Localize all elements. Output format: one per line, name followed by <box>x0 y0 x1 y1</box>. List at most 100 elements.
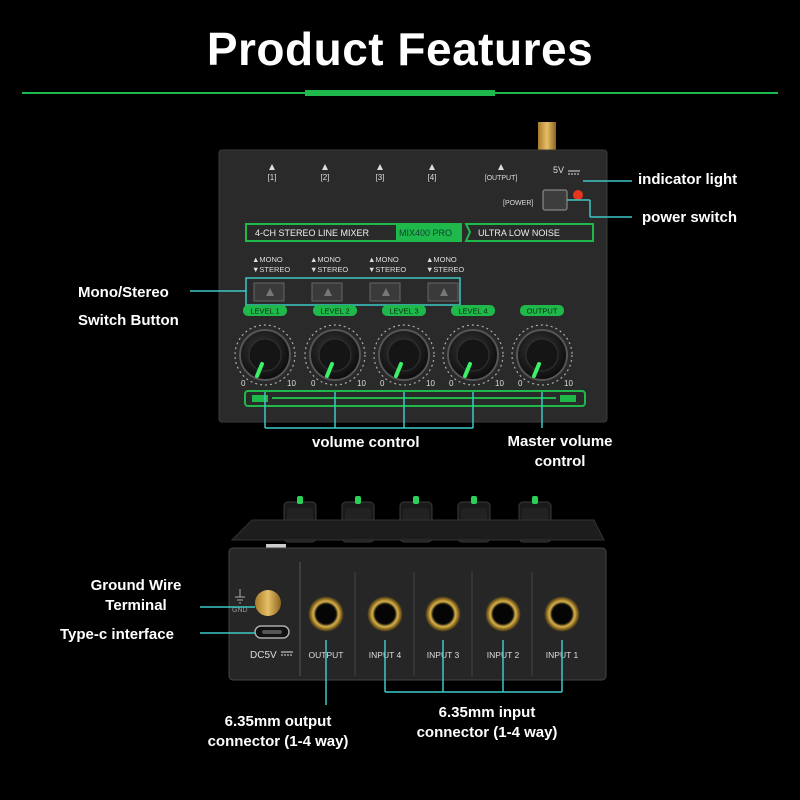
level-label: LEVEL 2 <box>320 307 349 316</box>
knob-scale-ring <box>373 324 435 386</box>
switch-arrow-icon <box>382 288 390 296</box>
mono-stereo-switch-2[interactable]: ▲MONO▼STEREO <box>310 255 348 302</box>
top-callout-lines <box>190 180 632 429</box>
scale-max-label: 10 <box>495 379 504 388</box>
front-knob-marker <box>355 496 361 504</box>
knob-scale-ring <box>442 324 504 386</box>
dc-label: DC5V <box>250 650 277 661</box>
channel-label: [3] <box>376 173 385 182</box>
banner-model-bg <box>396 224 461 241</box>
scale-min-label: 0 <box>380 379 385 388</box>
input-jack-2[interactable]: INPUT 2 <box>485 596 521 660</box>
ground-screw-top <box>538 122 556 152</box>
mono-label: ▲MONO <box>426 255 457 264</box>
channel-arrow-icon <box>269 164 275 170</box>
callout-power-switch: power switch <box>642 209 738 226</box>
level-tag <box>451 305 495 316</box>
banner-tagline: ULTRA LOW NOISE <box>478 228 560 238</box>
led-strip <box>244 390 586 407</box>
front-knob-marker <box>297 496 303 504</box>
knob-scale-ring <box>511 324 573 386</box>
power-switch[interactable] <box>542 189 568 211</box>
front-panel <box>228 547 607 681</box>
switch-arrow-icon <box>440 288 448 296</box>
mono-stereo-switch-1[interactable]: ▲MONO▼STEREO <box>252 255 290 302</box>
channel-arrow-icon <box>322 164 328 170</box>
channel-label: [OUTPUT] <box>485 175 518 182</box>
level-knob-4[interactable]: LEVEL 4 0 10 <box>442 305 504 388</box>
knob-scale-ring <box>304 324 366 386</box>
mono-stereo-switch-3[interactable]: ▲MONO▼STEREO <box>368 255 406 302</box>
callout-indicator-light: indicator light <box>638 171 738 188</box>
scale-min-label: 0 <box>241 379 246 388</box>
stereo-label: ▼STEREO <box>310 265 348 274</box>
ground-screw <box>255 590 281 616</box>
level-label: LEVEL 3 <box>389 307 418 316</box>
stereo-label: ▼STEREO <box>252 265 290 274</box>
switch-arrow-icon <box>266 288 274 296</box>
jack-hole <box>553 605 571 623</box>
jack-hole <box>376 605 394 623</box>
knob-pointer <box>532 362 541 378</box>
scale-max-label: 10 <box>287 379 296 388</box>
level-label: LEVEL 4 <box>458 307 487 316</box>
scale-min-label: 0 <box>311 379 316 388</box>
knob-cap <box>318 338 352 372</box>
bottom-callout-lines <box>200 606 563 705</box>
level-label: LEVEL 1 <box>250 307 279 316</box>
channel-label-row: [1][2][3][4][OUTPUT] <box>268 164 518 182</box>
front-knob-marker <box>532 496 538 504</box>
scale-min-label: 0 <box>449 379 454 388</box>
knob-cap <box>387 338 421 372</box>
power-label: [POWER] <box>503 200 533 207</box>
level-tag <box>313 305 357 316</box>
callout-ground-wire: Ground Wire Terminal <box>74 576 198 615</box>
callout-volume-control: volume control <box>312 434 420 451</box>
switch-arrow-icon <box>324 288 332 296</box>
stereo-label: ▼STEREO <box>426 265 464 274</box>
callout-mono-stereo-line1: Mono/Stereo <box>78 284 169 301</box>
scale-max-label: 10 <box>426 379 435 388</box>
knob-pointer <box>463 362 472 378</box>
jack-hole <box>434 605 452 623</box>
callout-master-volume-line2: control <box>534 452 586 470</box>
power-voltage-label: 5V <box>553 165 564 175</box>
banner-title: 4-CH STEREO LINE MIXER <box>255 228 370 238</box>
callout-input-line1: 6.35mm input <box>438 704 536 721</box>
knob-cap <box>248 338 282 372</box>
page-title: Product Features <box>206 23 594 75</box>
callout-ground-wire-line1: Ground Wire <box>90 577 182 594</box>
led-strip-left <box>252 395 268 402</box>
jack-hole <box>317 605 335 623</box>
stereo-label: ▼STEREO <box>368 265 406 274</box>
level-knob-1[interactable]: LEVEL 1 0 10 <box>234 305 296 388</box>
level-tag <box>520 305 564 316</box>
mono-stereo-switches: ▲MONO▼STEREO▲MONO▼STEREO▲MONO▼STEREO▲MON… <box>252 255 464 302</box>
callout-output-line2: connector (1-4 way) <box>207 732 349 750</box>
front-knob-marker <box>413 496 419 504</box>
mono-label: ▲MONO <box>368 255 399 264</box>
callout-output-connector: 6.35mm output connector (1-4 way) <box>190 712 366 751</box>
callout-output-line1: 6.35mm output <box>224 713 332 730</box>
knob-pointer <box>255 362 264 378</box>
mixer-top-view: [1][2][3][4][OUTPUT] 5V [POWER] 4-CH STE… <box>218 122 608 423</box>
callout-mono-stereo-line2: Switch Button <box>78 311 179 329</box>
channel-arrow-icon <box>377 164 383 170</box>
level-tag <box>382 305 426 316</box>
knob-scale-ring <box>234 324 296 386</box>
mono-label: ▲MONO <box>252 255 283 264</box>
scale-min-label: 0 <box>518 379 523 388</box>
indicator-led <box>573 190 583 200</box>
channel-arrow-icon <box>429 164 435 170</box>
callout-ground-wire-line2: Terminal <box>105 596 167 614</box>
callout-master-volume: Master volume control <box>496 432 624 471</box>
mono-label: ▲MONO <box>310 255 341 264</box>
level-knob-3[interactable]: LEVEL 3 0 10 <box>373 305 435 388</box>
knob-cap <box>456 338 490 372</box>
mono-stereo-switch-4[interactable]: ▲MONO▼STEREO <box>426 255 464 302</box>
knob-pointer <box>394 362 403 378</box>
